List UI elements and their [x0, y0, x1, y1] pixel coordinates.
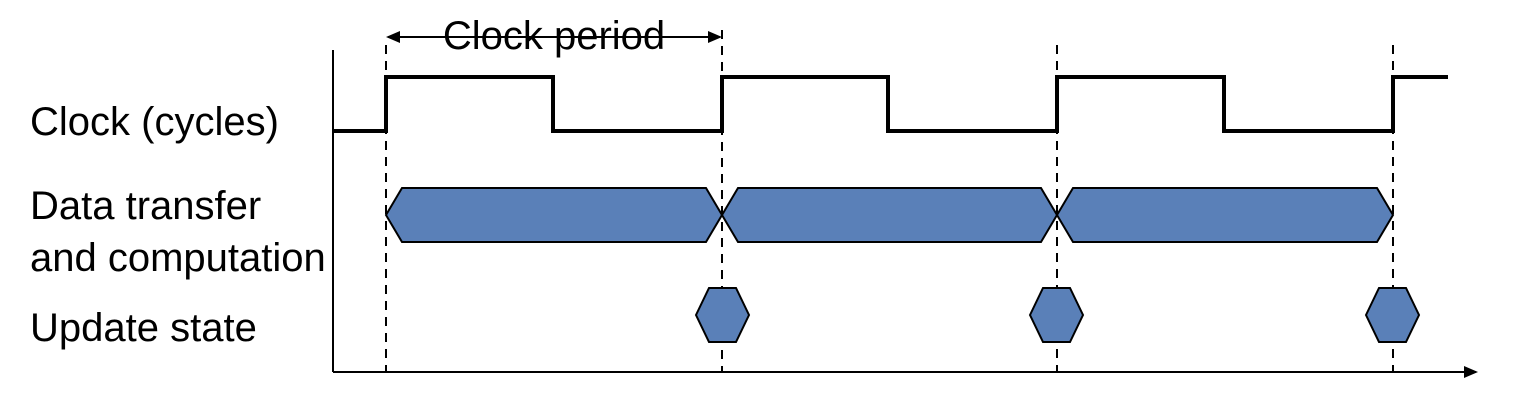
clock-row-label: Clock (cycles): [30, 100, 279, 144]
data-transfer-block-2: [720, 187, 1059, 243]
data-transfer-block-1: [384, 187, 724, 243]
clock-period-label: Clock period: [443, 14, 665, 58]
update-state-label: Update state: [30, 306, 257, 350]
update-state-block-3: [1364, 287, 1421, 343]
data-transfer-label-line1: Data transfer: [30, 184, 261, 228]
data-transfer-block-3: [1055, 187, 1395, 243]
update-state-block-1: [694, 287, 751, 343]
data-transfer-label-line2: and computation: [30, 236, 326, 280]
clock-waveform: [333, 75, 1448, 133]
update-state-block-2: [1028, 287, 1085, 343]
